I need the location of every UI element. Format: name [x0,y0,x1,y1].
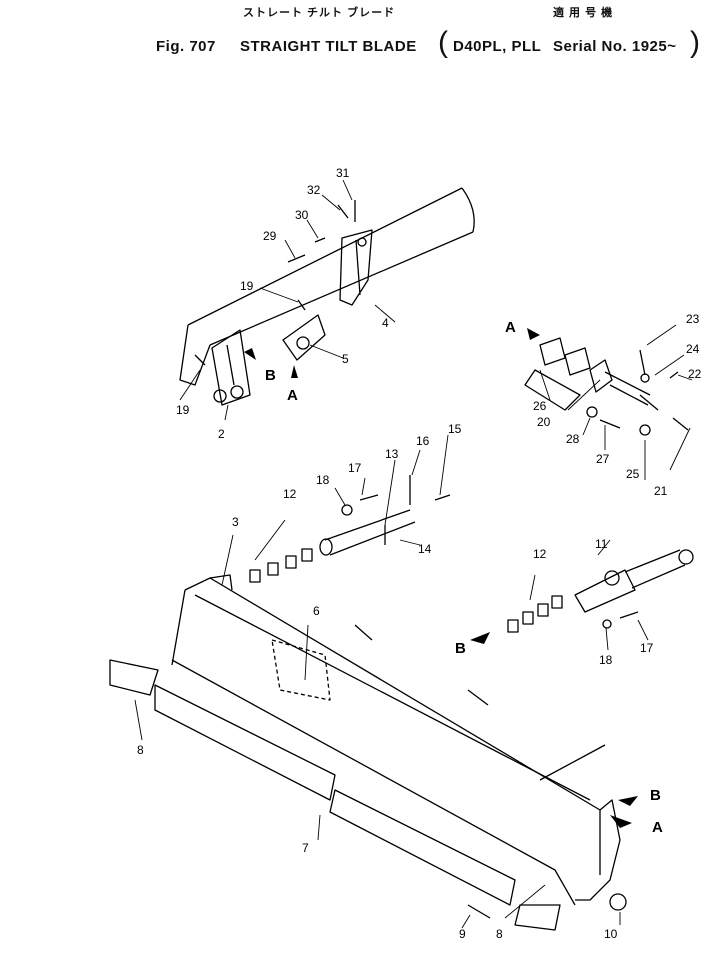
callout-label: 19 [240,279,254,293]
callout-label: 23 [686,312,700,326]
figure-title: STRAIGHT TILT BLADE [240,38,417,55]
callout-label: 29 [263,229,277,243]
part-27-bolt [599,419,621,429]
model-list: D40PL, PLL [453,38,542,55]
view-marker: A [505,319,516,336]
callout-label: 15 [448,422,462,436]
part-26-shim-plates [524,337,591,411]
part-19-bolt-top [297,299,306,311]
part-15-bolt [434,494,451,501]
view-marker: A [652,819,663,836]
callout-label: 12 [533,547,547,561]
view-marker: A [287,387,298,404]
callout-label: 25 [626,467,640,481]
push-frame-beam [179,187,475,386]
leader-lines [134,179,693,929]
part-13-pin [319,509,416,556]
callout-label: 19 [176,403,190,417]
callout-label: 18 [316,473,330,487]
part-12-shims-right [507,595,563,633]
part-4-bracket [339,229,373,306]
callout-label: 12 [283,487,297,501]
callout-label: 18 [599,653,613,667]
callout-label: 13 [385,447,399,461]
open-paren: ( [438,26,449,59]
part-25-nut [639,424,651,436]
japanese-applicable-label: 適 用 号 機 [553,7,614,19]
callout-label: 27 [596,452,610,466]
part-18-washer-top [341,504,353,516]
callout-label: 22 [688,367,702,381]
figure-number: Fig. 707 [156,38,216,55]
callout-label: 4 [382,316,389,330]
part-9-bolt [467,904,491,919]
view-marker-labels: A B A B B A [265,319,663,836]
part-10-nut [609,893,627,911]
callout-label: 16 [416,434,430,448]
part-5-plate [282,314,326,361]
part-22-nipple [669,371,679,379]
callout-label: 26 [533,399,547,413]
part-19-bolt-left [194,354,206,366]
callout-label: 11 [595,537,608,551]
callout-label: 17 [640,641,654,655]
callout-label: 21 [654,484,668,498]
callout-label: 31 [336,166,350,180]
part-18-washer-right [602,619,612,629]
part-6-hidden-plate [271,639,331,701]
part-8-end-bit-right [514,904,561,931]
callout-label: 10 [604,927,618,941]
part-11-tilt-cylinder [574,549,694,613]
view-marker: B [265,367,276,384]
part-8-end-bit-left [109,659,159,696]
callout-label: 8 [496,927,503,941]
part-24-washer [640,373,650,383]
part-30-fitting [314,237,326,243]
blade-moldboard [171,574,621,906]
part-12-shims-top [249,548,313,583]
callout-label: 8 [137,743,144,757]
callout-label: 9 [459,927,466,941]
callout-label: 28 [566,432,580,446]
close-paren: ) [690,26,701,59]
callout-label: 30 [295,208,309,222]
part-17-bolt-right [619,611,639,619]
japanese-title: ストレート チルト ブレード [243,7,396,19]
part-28-washer [586,406,598,418]
callout-label: 32 [307,183,321,197]
callout-label: 20 [537,415,551,429]
view-marker: B [650,787,661,804]
callout-label: 3 [232,515,239,529]
serial-range: Serial No. 1925~ [553,38,677,55]
part-7-cutting-edge-left [154,684,336,801]
part-21-bolt [672,417,689,431]
callout-labels: 2 3 4 5 6 7 8 8 9 10 11 12 12 13 14 15 1… [137,166,702,941]
callout-label: 17 [348,461,362,475]
callout-label: 2 [218,427,225,441]
part-2-bracket [211,329,251,406]
part-20-trunnion [589,359,659,411]
callout-label: 7 [302,841,309,855]
part-17-bolt-top [359,494,379,501]
callout-label: 14 [418,542,432,556]
part-32-clip [337,204,349,219]
view-arrows [244,328,638,828]
callout-label: 5 [342,352,349,366]
part-29-pin [287,254,306,263]
part-7-cutting-edge-right [329,789,516,906]
callout-label: 24 [686,342,700,356]
part-23-bolt [639,349,646,376]
view-marker: B [455,640,466,657]
callout-label: 6 [313,604,320,618]
